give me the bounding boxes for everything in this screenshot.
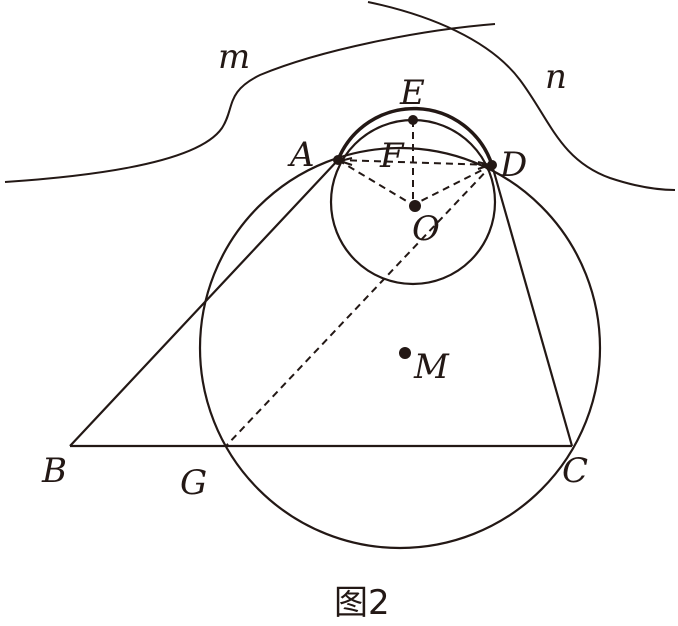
point-o xyxy=(409,200,421,212)
label-g: G xyxy=(180,463,207,503)
label-n-curve: n xyxy=(545,57,567,97)
figure-caption: 图2 xyxy=(334,583,390,623)
point-d xyxy=(487,160,497,170)
label-a: A xyxy=(287,135,315,175)
segment-ad xyxy=(337,159,493,166)
label-d: D xyxy=(499,145,527,185)
label-o: O xyxy=(412,209,440,249)
segment-do xyxy=(412,164,493,206)
label-b: B xyxy=(41,451,67,491)
circle-m xyxy=(198,146,602,550)
curve-n xyxy=(367,1,676,191)
label-f: F xyxy=(379,136,405,176)
point-e xyxy=(408,115,418,125)
segment-cd xyxy=(490,164,574,447)
point-a xyxy=(333,155,343,165)
curve-m xyxy=(4,23,496,183)
arc-aed xyxy=(336,106,494,166)
label-e: E xyxy=(399,73,425,113)
segment-dg xyxy=(225,164,493,447)
label-m-curve: m xyxy=(218,37,250,77)
label-m-point: M xyxy=(413,347,450,387)
segment-ab xyxy=(69,159,339,447)
point-m xyxy=(399,347,411,359)
segment-ao xyxy=(337,159,414,206)
label-c: C xyxy=(562,451,588,491)
